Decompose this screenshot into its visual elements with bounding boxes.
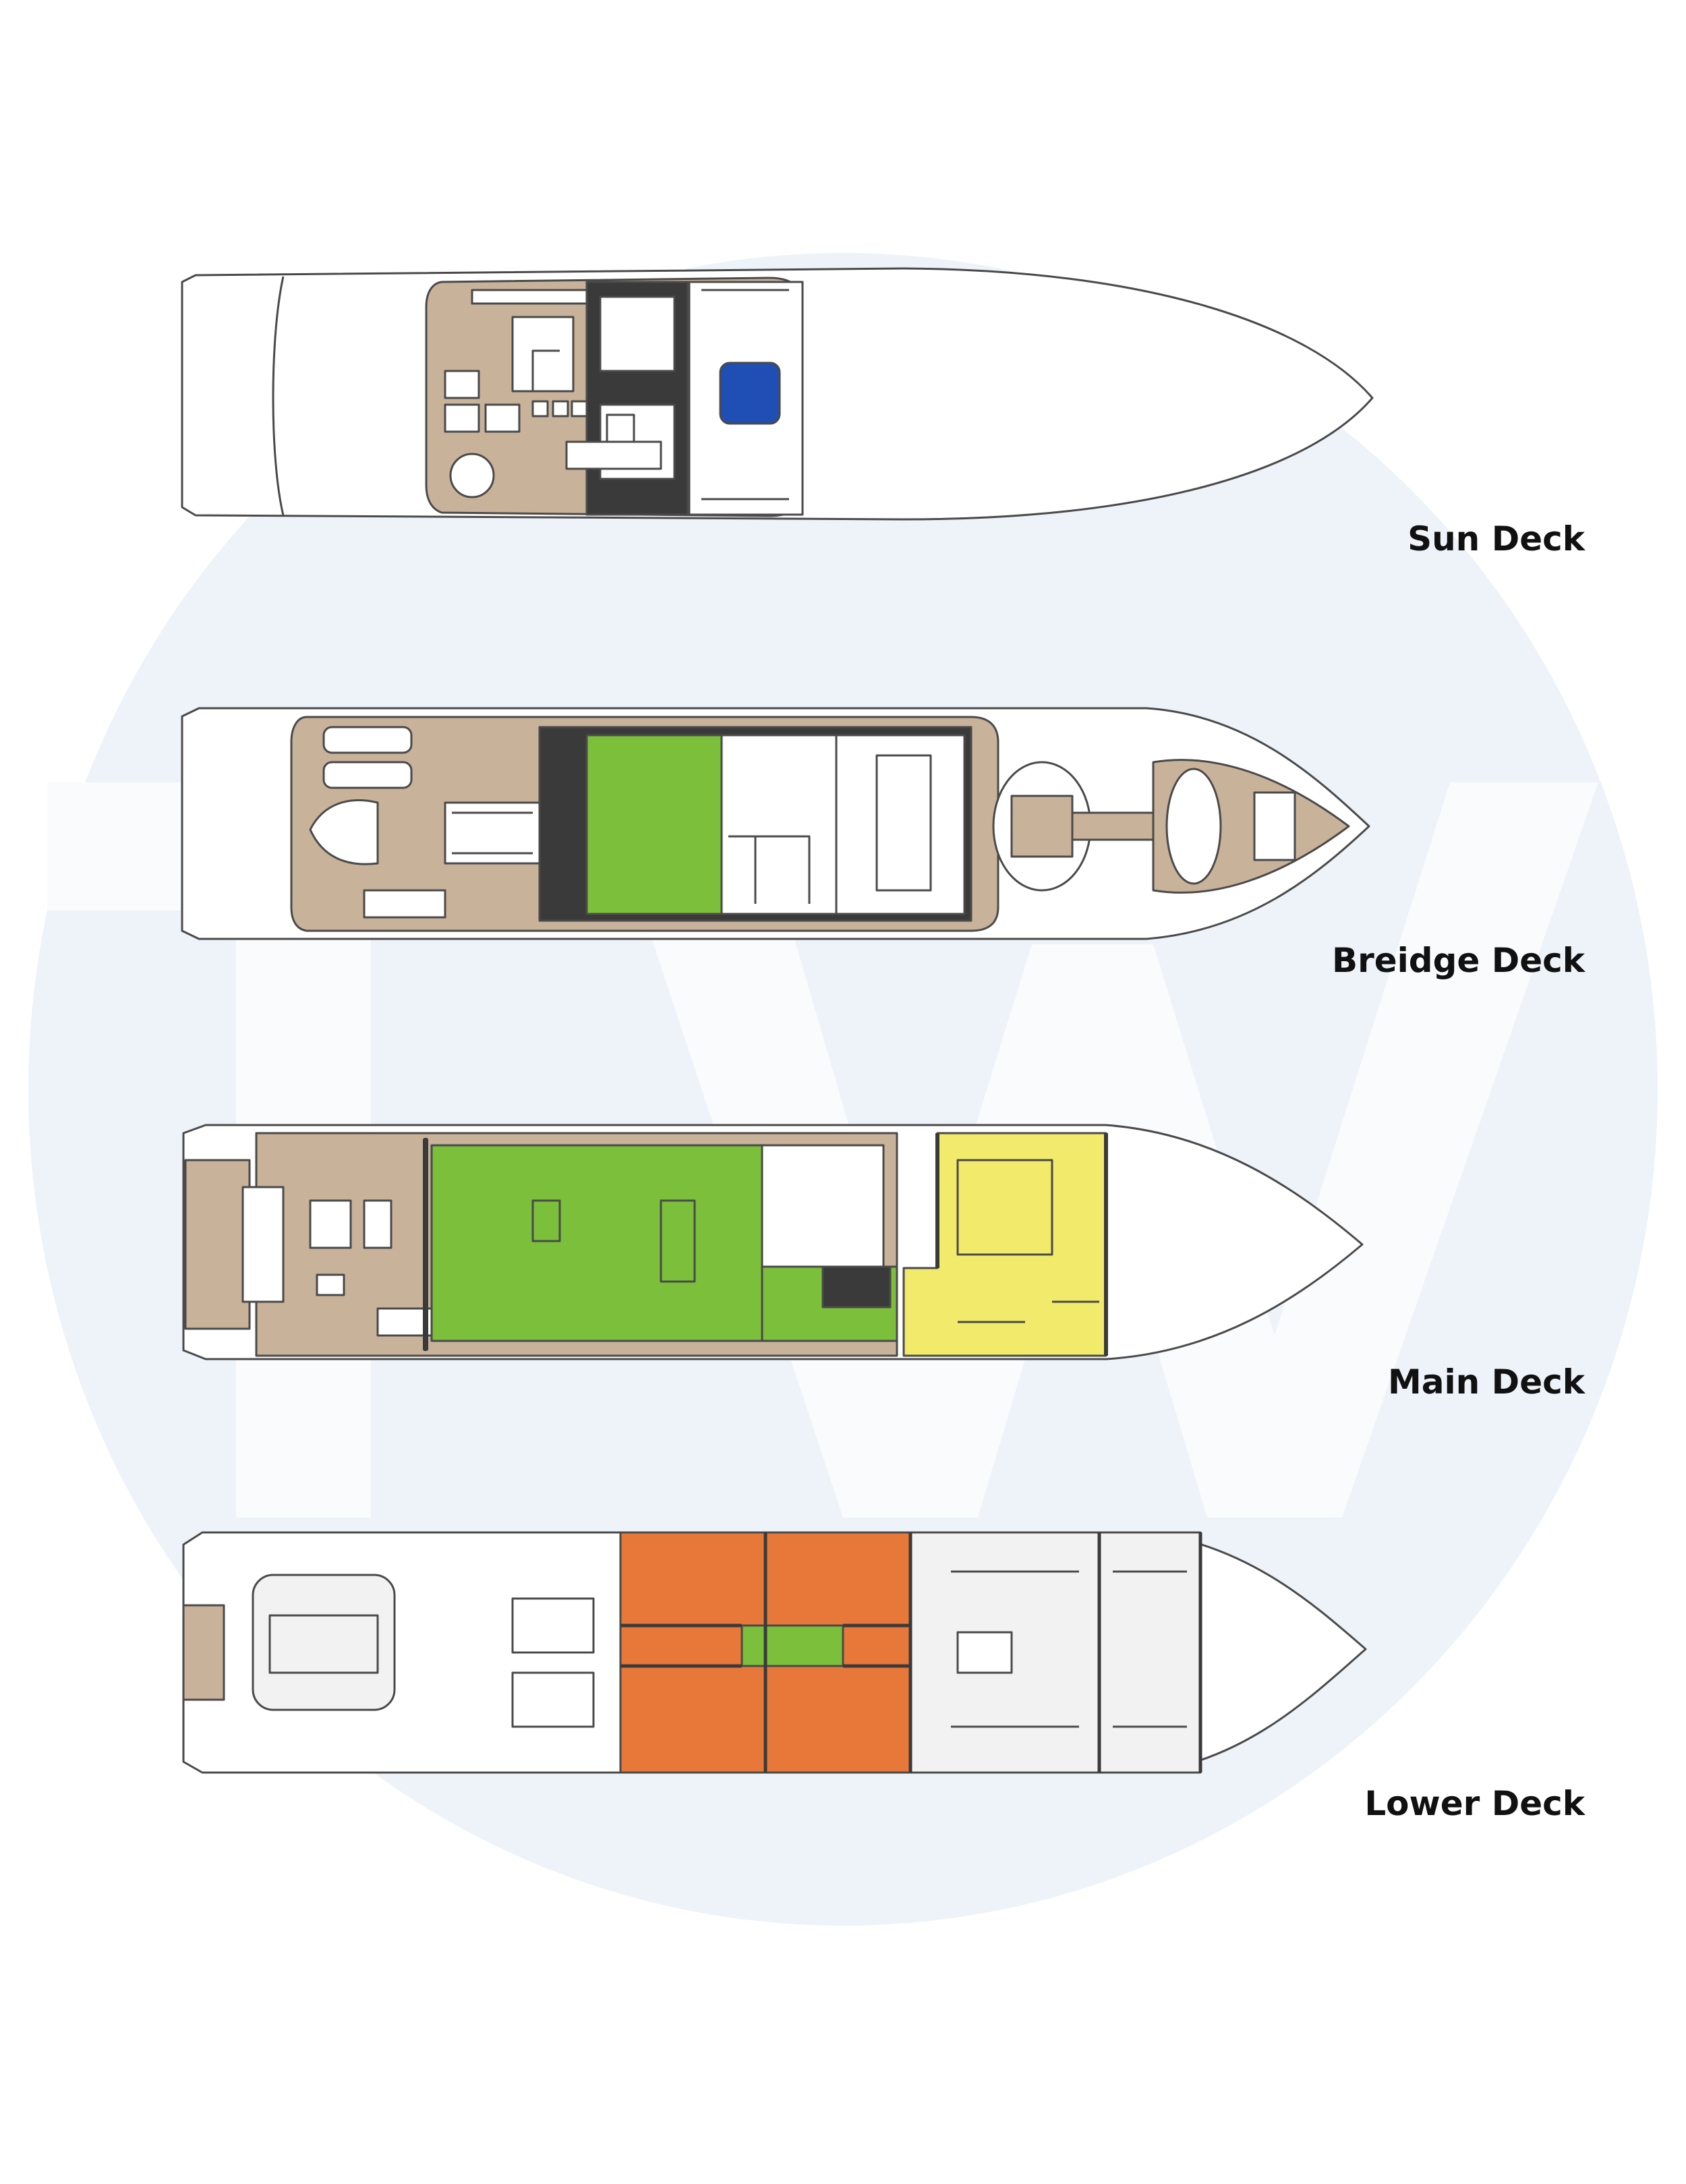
sun-deck-pool	[719, 362, 781, 425]
main-deck-plan	[182, 1124, 1364, 1360]
lower-deck-plan	[182, 1531, 1367, 1774]
main-deck-saloon-dining	[430, 1144, 763, 1342]
lower-deck-guest-lobby	[740, 1624, 844, 1667]
lower-deck-label: Lower Deck	[1364, 1784, 1585, 1823]
lower-deck-crew-area	[909, 1531, 1202, 1774]
lower-deck-aft-platform	[182, 1604, 225, 1701]
bridge-deck-sky-lounge	[585, 734, 723, 915]
sun-deck-plan	[181, 267, 1374, 521]
main-deck-label: Main Deck	[1388, 1362, 1585, 1402]
main-deck-aft-cockpit	[184, 1159, 251, 1330]
bridge-deck-label: Breidge Deck	[1331, 941, 1585, 980]
bridge-deck-plan	[181, 707, 1370, 940]
sun-deck-label: Sun Deck	[1407, 519, 1585, 558]
lower-deck-tender-garage	[252, 1574, 396, 1711]
